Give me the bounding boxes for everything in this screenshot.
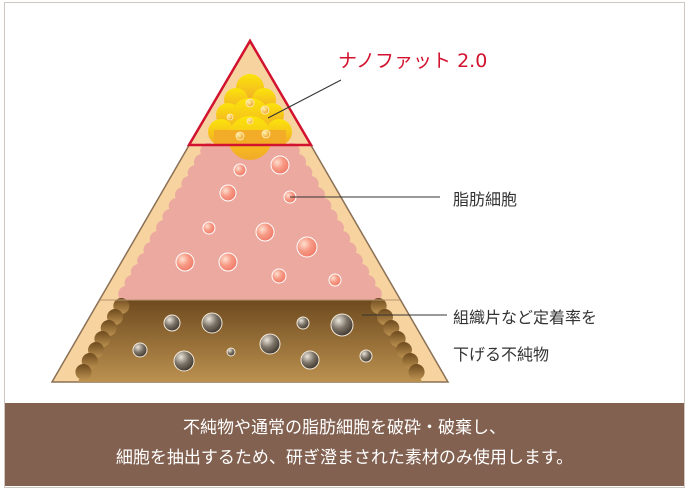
fat-region-scallop xyxy=(118,286,135,302)
impurities-label-line1: 組織片など定着率を xyxy=(453,308,598,327)
fat-cell-bubble xyxy=(328,273,342,287)
fat-cells-label: 脂肪細胞 xyxy=(453,190,518,209)
caption-line1: 不純物や通常の脂肪細胞を破砕・破棄し、 xyxy=(183,418,506,438)
fat-cell-bubble xyxy=(270,155,290,175)
nanofat-leader-line xyxy=(267,79,342,119)
nanofat-bubble xyxy=(260,105,270,115)
impurity-bubble xyxy=(201,312,223,334)
caption-line2: 細胞を抽出するため、研ぎ澄まされた素材のみ使用します。 xyxy=(115,448,574,468)
nanofat-highlight-triangle xyxy=(186,38,314,147)
impurity-region xyxy=(77,300,423,382)
impurity-bubble xyxy=(163,314,181,332)
fat-cell-bubble xyxy=(219,184,237,202)
fat-cell-bubble xyxy=(255,222,275,242)
impurity-region-scallop xyxy=(408,364,425,380)
fat-cell-bubble xyxy=(175,252,195,272)
impurity-bubble xyxy=(173,350,195,372)
nanofat-bubble xyxy=(261,129,271,139)
nanofat-bubble xyxy=(246,117,254,125)
caption-banner: 不純物や通常の脂肪細胞を破砕・破棄し、 細胞を抽出するため、研ぎ澄まされた素材の… xyxy=(5,403,684,486)
impurity-layer xyxy=(75,298,425,382)
impurity-bubble xyxy=(330,313,354,337)
fat-cell-bubble xyxy=(271,268,287,284)
nanofat-bubble xyxy=(235,131,245,141)
fat-cell-bubble xyxy=(218,252,238,272)
impurities-label-line2: 下げる不純物 xyxy=(453,345,550,364)
nanofat-bubble xyxy=(226,113,234,121)
impurity-bubble xyxy=(296,316,310,330)
impurity-region-scallop xyxy=(75,364,92,380)
impurity-bubble xyxy=(359,349,373,363)
fat-cell-bubble xyxy=(296,236,318,258)
impurity-bubble xyxy=(226,347,236,357)
impurity-bubble xyxy=(259,333,281,355)
bubbles xyxy=(132,98,373,372)
nanofat-blob xyxy=(214,130,286,145)
impurity-bubble xyxy=(132,342,148,358)
fat-cell-bubble xyxy=(233,163,247,177)
fat-cell-bubble xyxy=(202,221,216,235)
nanofat-bubble xyxy=(245,98,255,108)
nanofat-label: ナノファット 2.0 xyxy=(338,50,488,72)
fat-region-scallop xyxy=(365,286,382,302)
impurity-bubble xyxy=(300,350,320,370)
